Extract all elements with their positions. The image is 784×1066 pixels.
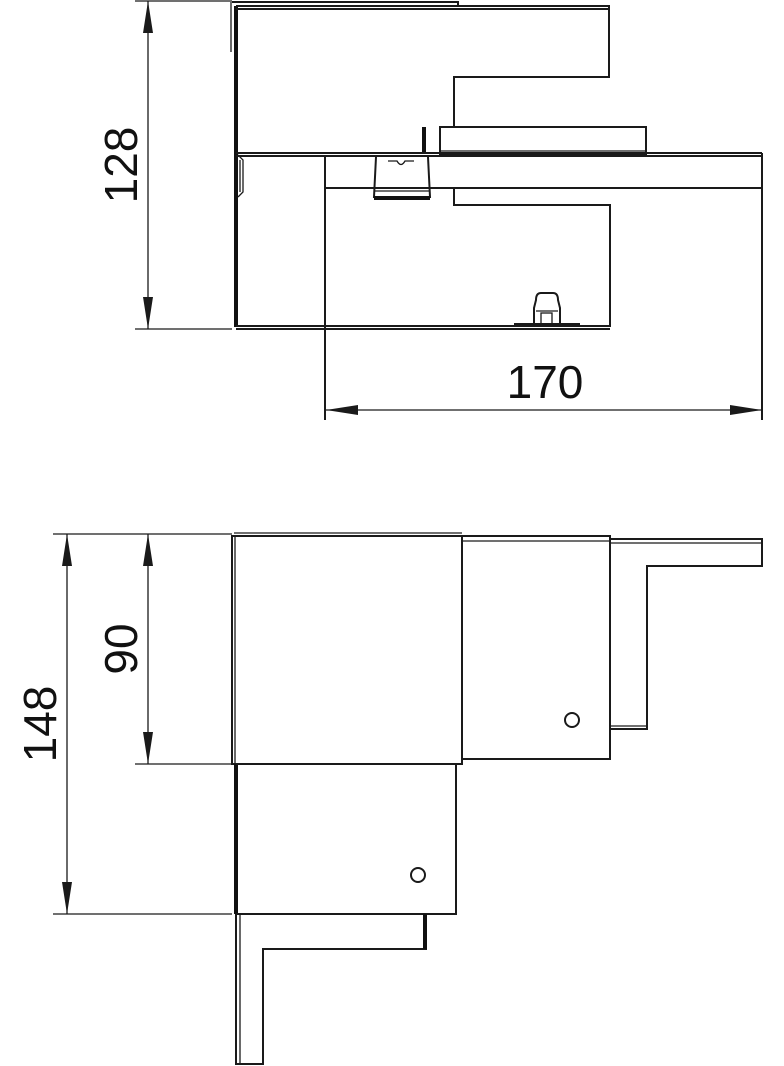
latch-icon — [514, 292, 580, 326]
dimension-label-128: 128 — [95, 127, 147, 204]
right-arm — [462, 535, 763, 760]
bracket-clip-icon — [372, 156, 432, 200]
dimension-90: 90 — [95, 534, 232, 765]
lower-body — [236, 153, 763, 420]
cover-square — [231, 532, 463, 765]
dimension-128: 128 — [95, 0, 232, 330]
dimension-label-148: 148 — [14, 686, 66, 763]
bottom-arm — [234, 763, 457, 1065]
screw-hole-icon — [410, 867, 426, 883]
dimension-170: 170 — [326, 356, 762, 415]
dimension-148: 148 — [14, 533, 232, 915]
upper-cover — [230, 1, 762, 327]
top-view: 148 90 — [14, 532, 763, 1065]
side-view: 128 — [95, 0, 763, 420]
dimension-label-90: 90 — [95, 623, 147, 674]
screw-hole-icon — [564, 712, 580, 728]
dimension-label-170: 170 — [507, 356, 584, 408]
